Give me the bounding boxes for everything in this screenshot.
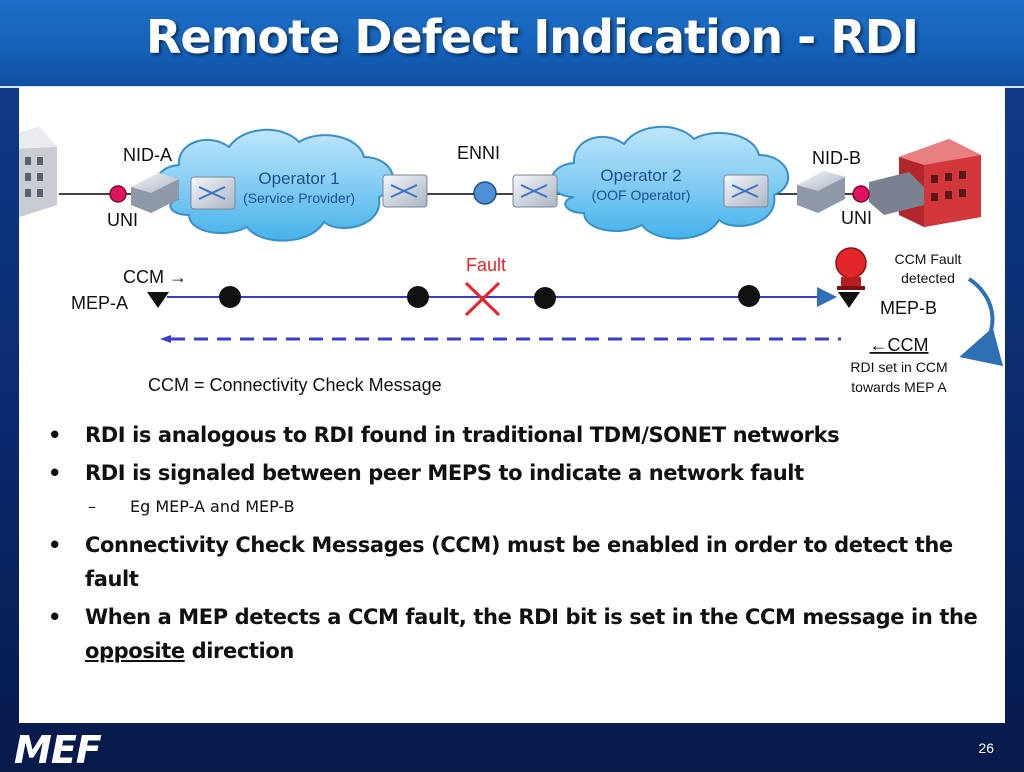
bullet-dot-icon: •	[48, 605, 62, 629]
bullet-emphasis: opposite	[85, 639, 185, 663]
rdi-line2: towards MEP A	[851, 379, 947, 395]
rdi-diagram: NID-A UNI ENNI NID-B UNI Operator 1 (Ser…	[19, 125, 1004, 395]
mep-a-label: MEP-A	[71, 293, 128, 313]
operator2-label: Operator 2	[600, 166, 681, 185]
ccm-return-arrowhead-icon	[160, 335, 171, 343]
building-b-icon	[869, 139, 981, 227]
operator1-role: (Service Provider)	[243, 190, 355, 206]
mip-4-point	[738, 285, 760, 307]
mep-b-label: MEP-B	[880, 298, 937, 318]
bullet-item: • RDI is analogous to RDI found in tradi…	[40, 418, 980, 452]
bullet-text-post: direction	[184, 639, 295, 663]
bullet-text: RDI is signaled between peer MEPS to ind…	[85, 461, 804, 485]
ccm-forward-label: CCM →	[123, 267, 187, 287]
operator1-label: Operator 1	[258, 169, 339, 188]
bullet-text: RDI is analogous to RDI found in traditi…	[85, 423, 840, 447]
mip-1-point	[219, 286, 241, 308]
content-area: NID-A UNI ENNI NID-B UNI Operator 1 (Ser…	[19, 87, 1005, 723]
nid-b-label: NID-B	[812, 148, 861, 168]
sub-bullet-item: – Eg MEP-A and MEP-B	[40, 494, 980, 520]
operator2-switch-left-icon	[512, 174, 558, 208]
uni-b-point	[852, 185, 870, 203]
operator2-switch-right-icon	[723, 174, 769, 208]
fault-x-icon	[464, 281, 501, 317]
uni-b-label: UNI	[841, 208, 872, 228]
mep-a-triangle-icon	[147, 292, 169, 308]
sub-bullet-text: Eg MEP-A and MEP-B	[130, 497, 295, 516]
uni-a-label: UNI	[107, 210, 138, 230]
curved-arrow-icon	[959, 277, 1004, 367]
page-number: 26	[978, 740, 994, 756]
ccm-back-label: ←CCM	[870, 335, 929, 355]
ccm-fault-line1: CCM Fault	[895, 251, 962, 267]
slide-title: Remote Defect Indication - RDI	[145, 10, 919, 64]
bullet-text: Connectivity Check Messages (CCM) must b…	[85, 533, 953, 591]
sub-bullet-dash-icon: –	[88, 497, 96, 516]
nid-a-device-icon	[131, 173, 179, 213]
enni-label: ENNI	[457, 143, 500, 163]
ccm-definition: CCM = Connectivity Check Message	[148, 375, 442, 395]
bullet-item: • RDI is signaled between peer MEPS to i…	[40, 456, 980, 490]
bullet-text-pre: When a MEP detects a CCM fault, the RDI …	[85, 605, 978, 629]
title-bar	[0, 0, 1024, 88]
alarm-bell-icon	[835, 247, 867, 290]
operator1-switch-right-icon	[382, 174, 428, 208]
bullet-dot-icon: •	[48, 533, 62, 557]
building-a-icon	[19, 127, 57, 217]
operator1-switch-left-icon	[190, 176, 236, 210]
operator2-role: (OOF Operator)	[592, 187, 691, 203]
fault-label: Fault	[466, 255, 506, 275]
mip-3-point	[534, 287, 556, 309]
rdi-line1: RDI set in CCM	[850, 359, 947, 375]
mip-2-point	[407, 286, 429, 308]
bullet-item: • Connectivity Check Messages (CCM) must…	[40, 528, 980, 596]
bullet-dot-icon: •	[48, 423, 62, 447]
nid-a-label: NID-A	[123, 145, 172, 165]
operator1-cloud-icon	[155, 128, 395, 242]
bullet-list: • RDI is analogous to RDI found in tradi…	[40, 418, 980, 672]
uni-a-point	[109, 185, 127, 203]
mep-b-triangle-icon	[838, 292, 860, 308]
mef-logo: MEF	[14, 728, 102, 772]
ccm-fault-line2: detected	[901, 270, 955, 286]
operator2-cloud-icon	[550, 125, 790, 240]
bullet-item: • When a MEP detects a CCM fault, the RD…	[40, 600, 980, 668]
nid-b-device-icon	[797, 171, 845, 213]
bullet-dot-icon: •	[48, 461, 62, 485]
enni-point	[473, 181, 497, 205]
